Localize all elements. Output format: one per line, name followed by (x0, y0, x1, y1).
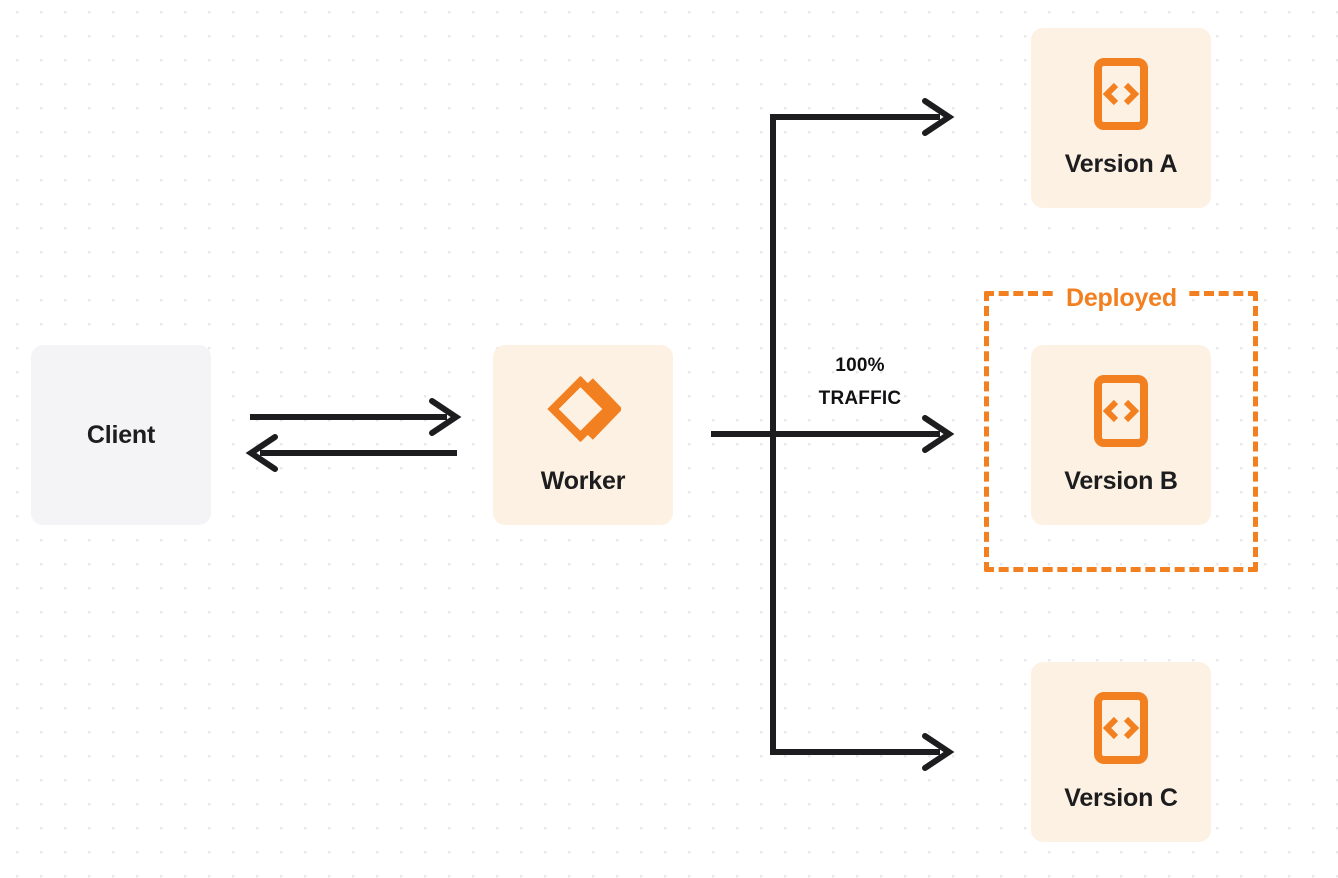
code-file-icon (1093, 691, 1149, 770)
arrow-client-to-worker (250, 398, 462, 436)
node-version-c[interactable]: Version C (1031, 662, 1211, 842)
node-version-b-label: Version B (1064, 467, 1178, 495)
node-version-c-label: Version C (1064, 784, 1178, 812)
arrow-worker-to-version-c (771, 733, 955, 771)
traffic-unit: TRAFFIC (818, 387, 902, 409)
deployed-group-label: Deployed (1056, 286, 1187, 311)
arrow-worker-to-client (245, 434, 457, 472)
node-version-b[interactable]: Version B (1031, 345, 1211, 525)
node-worker[interactable]: Worker (493, 345, 673, 525)
node-client-label: Client (86, 420, 156, 449)
traffic-label: 100% TRAFFIC (785, 350, 935, 415)
cloudflare-workers-logo-icon (545, 374, 623, 449)
node-worker-label: Worker (540, 467, 626, 495)
code-file-icon (1093, 374, 1149, 453)
traffic-percent: 100% (835, 355, 885, 376)
arrow-worker-to-version-b (711, 415, 955, 453)
node-client[interactable]: Client (31, 345, 211, 525)
arrow-worker-to-version-a (771, 98, 955, 136)
node-version-a[interactable]: Version A (1031, 28, 1211, 208)
code-file-icon (1093, 57, 1149, 136)
node-version-a-label: Version A (1064, 150, 1178, 178)
